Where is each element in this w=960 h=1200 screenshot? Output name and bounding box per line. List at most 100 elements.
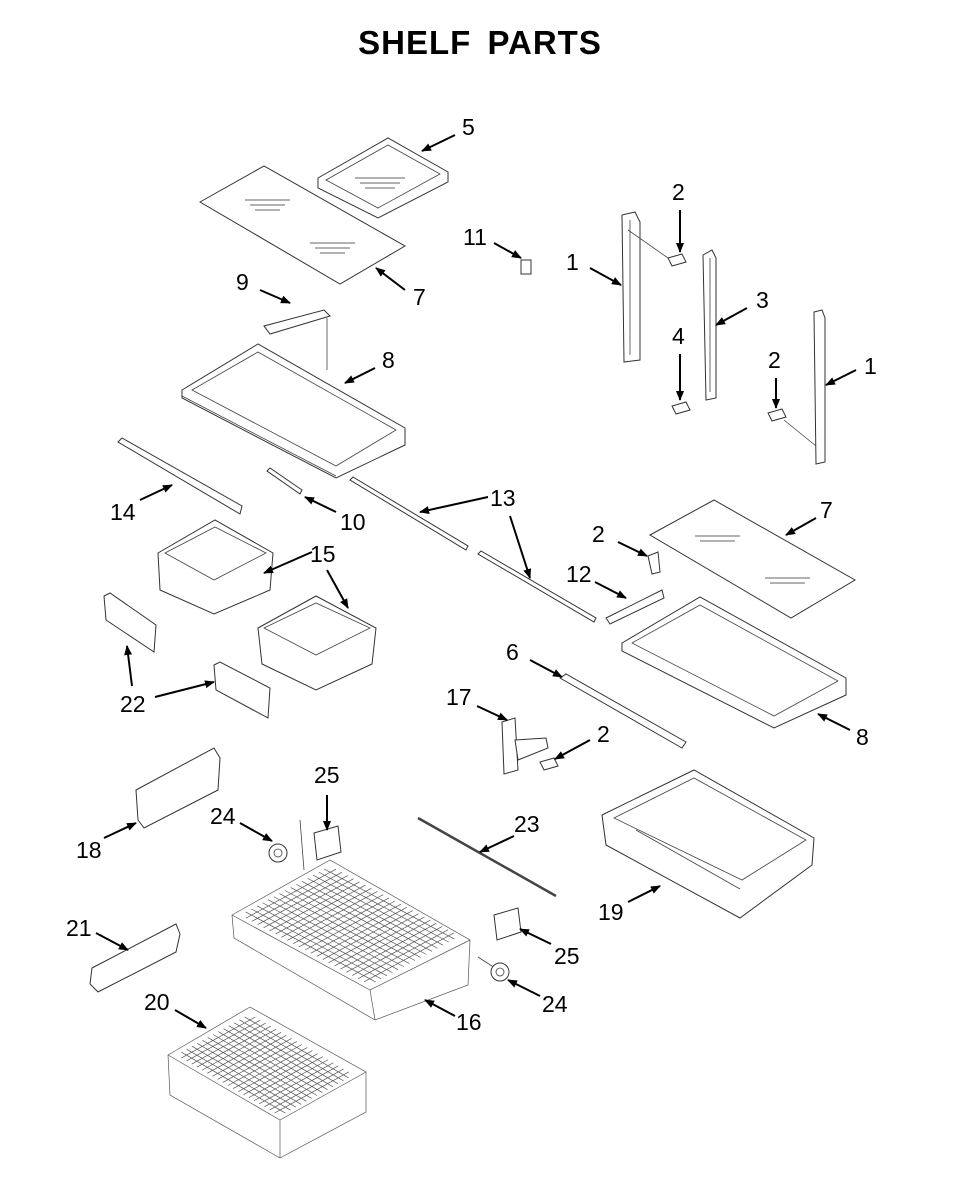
- wire-strand: [304, 900, 396, 951]
- callout-11: 11: [463, 224, 487, 250]
- wire-strand: [340, 919, 431, 970]
- part-18-divider[interactable]: [135, 747, 221, 829]
- wire-strand: [238, 1050, 313, 1092]
- wire-strand: [212, 1035, 287, 1077]
- wire-strand: [196, 1025, 271, 1068]
- part-10-rod[interactable]: [266, 467, 303, 495]
- callout-19: 19: [598, 899, 624, 925]
- callout-16: 16: [456, 1009, 482, 1035]
- wire-strand: [245, 868, 337, 919]
- wire-strand: [334, 916, 425, 967]
- part-20-wire-basket[interactable]: [167, 1006, 367, 1159]
- wire-strand: [227, 1044, 303, 1086]
- callout-labels: 5 7 9 11 2 1 3 4 2 1 8 14 10 13 7 2 12 1…: [66, 114, 877, 1035]
- part-25-cover[interactable]: [299, 819, 342, 871]
- callout-7: 7: [413, 284, 426, 310]
- wire-strand: [298, 897, 390, 948]
- wire-strand: [251, 872, 342, 922]
- wire-strand: [352, 926, 443, 976]
- callout-18: 18: [76, 837, 102, 863]
- wire-strand: [293, 894, 384, 944]
- part-25-cover-b[interactable]: [493, 907, 522, 941]
- part-17-bracket[interactable]: [501, 717, 549, 775]
- callout-1: 1: [864, 353, 877, 379]
- wire-strand: [222, 1041, 297, 1083]
- part-1-shelf-rail-right[interactable]: [813, 309, 826, 465]
- part-11-clip[interactable]: [520, 259, 532, 275]
- part-15-crisper-bin[interactable]: [157, 519, 377, 691]
- wire-strand: [328, 913, 419, 964]
- part-8-shelf-frame[interactable]: [181, 343, 406, 479]
- part-2-screw-b[interactable]: [767, 408, 817, 447]
- wire-strand: [257, 875, 348, 925]
- wire-strand: [233, 1047, 308, 1089]
- callout-24: 24: [542, 991, 568, 1017]
- callout-25: 25: [314, 762, 340, 788]
- part-8-shelf-frame-right[interactable]: [621, 596, 847, 729]
- part-7-glass-shelf[interactable]: [198, 165, 407, 285]
- wire-strand: [243, 1053, 318, 1095]
- wire-strand: [363, 932, 455, 983]
- callout-3: 3: [756, 287, 769, 313]
- callout-17: 17: [446, 684, 472, 710]
- callout-25: 25: [554, 943, 580, 969]
- part-24-gear[interactable]: [268, 843, 288, 863]
- part-16-wire-basket[interactable]: [231, 859, 471, 1021]
- wire-strand: [259, 1062, 334, 1105]
- part-2-screw[interactable]: [627, 229, 687, 267]
- callout-23: 23: [514, 811, 540, 837]
- callout-10: 10: [340, 509, 366, 535]
- part-9-clip[interactable]: [263, 309, 331, 370]
- wire-strand: [253, 1059, 329, 1102]
- callout-21: 21: [66, 915, 92, 941]
- wire-strand: [269, 1068, 344, 1111]
- wire-strand: [316, 907, 407, 957]
- callout-13: 13: [490, 485, 516, 511]
- callout-5: 5: [462, 114, 475, 140]
- wire-strand: [201, 1028, 277, 1071]
- part-19-freezer-bin[interactable]: [601, 769, 815, 919]
- wire-strand: [281, 887, 372, 938]
- wire-strand: [191, 1022, 266, 1065]
- callout-20: 20: [144, 989, 170, 1015]
- part-13-trim[interactable]: [349, 476, 597, 623]
- part-5-shelf-assembly[interactable]: [317, 137, 449, 219]
- callout-9: 9: [236, 269, 249, 295]
- wire-strand: [217, 1038, 292, 1080]
- callout-7: 7: [820, 497, 833, 523]
- callout-2: 2: [597, 721, 610, 747]
- callout-6: 6: [506, 639, 519, 665]
- callout-14: 14: [110, 499, 136, 525]
- part-4-screw[interactable]: [671, 401, 691, 415]
- diagram-title: SHELF PARTS: [358, 24, 602, 61]
- part-24-gear-b[interactable]: [477, 956, 510, 982]
- part-3-shelf-rail[interactable]: [702, 249, 717, 401]
- callout-2: 2: [592, 521, 605, 547]
- callout-22: 22: [120, 691, 146, 717]
- part-14-trim[interactable]: [117, 437, 243, 515]
- part-2-screw-c[interactable]: [647, 551, 661, 575]
- callout-8: 8: [856, 724, 869, 750]
- wire-strand: [269, 881, 360, 932]
- wire-strand: [358, 929, 449, 979]
- callout-8: 8: [382, 347, 395, 373]
- part-7-glass-shelf-right[interactable]: [648, 499, 856, 619]
- callout-2: 2: [768, 347, 781, 373]
- part-12-bracket[interactable]: [605, 589, 665, 625]
- part-1-shelf-rail[interactable]: [621, 211, 641, 363]
- part-2-screw-d[interactable]: [539, 757, 559, 771]
- callout-2: 2: [672, 179, 685, 205]
- wire-strand: [248, 1056, 323, 1099]
- part-22-bin-front[interactable]: [103, 592, 271, 719]
- callout-15: 15: [310, 541, 336, 567]
- wire-strand: [310, 903, 402, 954]
- wire-strand: [275, 884, 366, 935]
- wire-strand: [264, 1065, 339, 1108]
- wire-strand: [181, 1016, 256, 1059]
- part-6-trim[interactable]: [559, 673, 687, 749]
- wire-strand: [207, 1031, 282, 1074]
- part-23-rod[interactable]: [417, 816, 557, 898]
- callout-24: 24: [210, 803, 236, 829]
- part-21-divider[interactable]: [89, 923, 181, 993]
